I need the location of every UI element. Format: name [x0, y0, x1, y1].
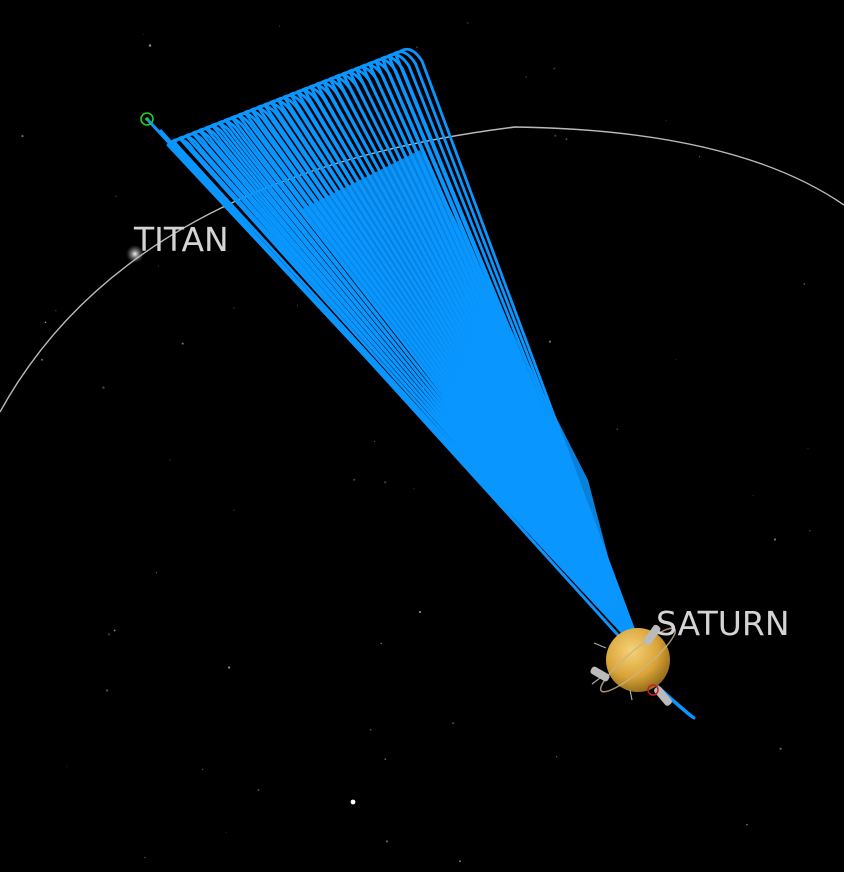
star [353, 478, 356, 481]
star [257, 788, 260, 791]
star [55, 310, 57, 312]
star [380, 642, 382, 644]
star [21, 135, 24, 138]
trajectory-loop [388, 50, 641, 649]
star [227, 666, 231, 669]
star [279, 25, 281, 27]
star [40, 358, 44, 361]
star [385, 840, 389, 843]
star [113, 629, 116, 632]
star [467, 22, 469, 24]
star [553, 67, 556, 70]
star [665, 120, 667, 122]
trajectory-loop [394, 47, 641, 649]
saturn-planet[interactable] [595, 621, 681, 698]
star [548, 340, 551, 343]
star [383, 481, 387, 484]
star [779, 747, 782, 750]
star [296, 305, 298, 307]
star [201, 768, 204, 771]
star [675, 359, 677, 361]
star [350, 799, 356, 805]
titan-moon[interactable] [126, 245, 144, 263]
star [169, 459, 171, 461]
titan-label: TITAN [133, 220, 229, 259]
star [773, 538, 777, 541]
star [452, 721, 455, 725]
star [803, 283, 806, 285]
star [369, 728, 372, 731]
star [554, 134, 557, 137]
star [384, 758, 387, 761]
star [525, 76, 527, 78]
star [115, 195, 118, 198]
star [155, 572, 158, 574]
star [418, 610, 422, 614]
star [752, 494, 754, 496]
star-field [21, 22, 811, 863]
star [44, 321, 47, 324]
star [148, 44, 152, 47]
star [556, 756, 558, 758]
star [107, 633, 111, 636]
star [225, 831, 227, 833]
star [807, 448, 809, 449]
star [105, 689, 109, 692]
star [102, 386, 105, 389]
star [416, 46, 418, 48]
spacecraft-icon[interactable] [642, 624, 673, 707]
star [565, 138, 568, 141]
star [66, 766, 68, 768]
star [458, 860, 461, 863]
star [158, 265, 159, 267]
star [233, 307, 235, 309]
star [373, 441, 375, 442]
star [809, 530, 811, 532]
saturn-label: SATURN [656, 604, 790, 643]
star [413, 488, 415, 490]
spacecraft-icon[interactable] [589, 642, 633, 701]
target-circle-icon[interactable] [140, 112, 154, 126]
star [181, 342, 184, 345]
star [616, 428, 618, 430]
star [746, 824, 748, 826]
star [698, 156, 701, 158]
star [143, 34, 145, 35]
star [144, 856, 146, 859]
star [233, 509, 235, 511]
spacecraft-trajectory [145, 47, 696, 720]
